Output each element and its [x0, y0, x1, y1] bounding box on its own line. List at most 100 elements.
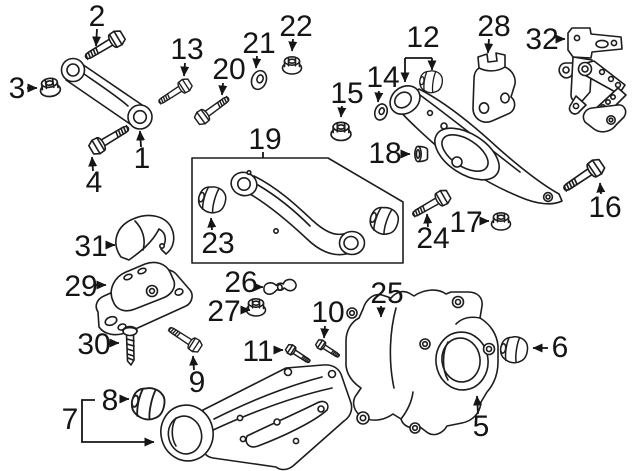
callout-13-arrow: [180, 62, 190, 77]
callout-20: 20: [212, 53, 246, 96]
callout-26: 26: [224, 266, 264, 299]
callout-16: 16: [588, 182, 622, 224]
callout-9-label: 9: [189, 366, 206, 399]
part-4-bolt: [86, 120, 133, 158]
part-9-bolt: [164, 322, 205, 355]
part-3-nut: [38, 76, 63, 99]
callout-18-label: 18: [368, 137, 401, 170]
callout-15-arrow: [337, 105, 347, 118]
callout-2-arrow: [92, 28, 102, 47]
part-10-bolt: [313, 337, 343, 361]
part-31-cover: [115, 214, 175, 261]
callout-10-arrow: [320, 325, 330, 339]
callout-28-label: 28: [477, 10, 510, 43]
callout-1-arrow: [136, 130, 146, 148]
callout-32-label: 32: [525, 23, 558, 56]
callout-2-label: 2: [89, 0, 106, 33]
part-8-bushing: [128, 383, 169, 424]
callout-28: 28: [477, 10, 511, 54]
part-12-lower-arm: [389, 84, 563, 205]
callout-17: 17: [449, 206, 490, 239]
callout-16-arrow: [596, 182, 606, 195]
callout-11-label: 11: [242, 335, 273, 368]
part-29-bracket: [95, 261, 193, 336]
callout-19-label: 19: [248, 123, 281, 156]
callout-7: 7: [62, 399, 155, 447]
callout-20-arrow: [218, 82, 228, 96]
callout-5-label: 5: [473, 410, 490, 443]
callout-19: 19: [248, 123, 282, 158]
part-17-nut: [490, 212, 512, 231]
part-20-bolt: [192, 91, 234, 128]
part-19-upper-arm: [230, 169, 366, 256]
callout-6-label: 6: [552, 331, 569, 364]
callout-14-arrow: [374, 90, 384, 103]
part-24-bolt: [408, 187, 453, 222]
callout-15-label: 15: [330, 77, 363, 110]
callout-17-label: 17: [449, 206, 482, 239]
callout-25: 25: [370, 277, 404, 318]
callout-15: 15: [330, 77, 364, 118]
callout-12-label: 12: [406, 21, 439, 54]
callout-28-arrow: [484, 38, 494, 54]
part-2-bolt: [81, 27, 128, 65]
callout-29-label: 29: [64, 270, 97, 303]
callout-6: 6: [532, 331, 569, 364]
callout-12: 12: [400, 21, 440, 83]
callout-21-label: 21: [242, 27, 275, 60]
part-28-bracket: [472, 52, 516, 123]
callout-24: 24: [416, 213, 450, 255]
part-6-bushing: [498, 334, 530, 366]
callout-7-bracket-arrow: [81, 399, 155, 447]
part-21-washer: [250, 69, 268, 91]
callout-18: 18: [368, 137, 411, 170]
part-7-trailing-arm: [160, 364, 353, 471]
part-13-bolt: [154, 76, 195, 109]
callout-23: 23: [201, 217, 235, 260]
callout-29: 29: [64, 270, 107, 303]
callout-8: 8: [102, 384, 130, 417]
callout-8-label: 8: [102, 384, 119, 417]
callout-27-label: 27: [207, 295, 240, 328]
callout-23-arrow: [207, 217, 217, 231]
part-26-clip: [263, 278, 297, 295]
callout-10: 10: [311, 296, 345, 339]
callout-5-arrow: [473, 395, 483, 415]
callout-13: 13: [170, 33, 204, 77]
callout-1: 1: [134, 130, 151, 175]
part-11-bolt: [283, 342, 313, 367]
callout-24-arrow: [423, 213, 433, 228]
callout-22: 22: [279, 10, 313, 52]
callout-9: 9: [189, 355, 206, 399]
callout-25-label: 25: [370, 277, 403, 310]
callout-1-label: 1: [134, 142, 151, 175]
callout-14: 14: [366, 61, 400, 103]
callout-31: 31: [74, 230, 116, 263]
part-32-bracket-assembly: [558, 27, 627, 133]
callout-3: 3: [9, 72, 38, 105]
part-16-bolt: [558, 156, 608, 197]
part-18-rivet: [413, 145, 429, 163]
callout-20-label: 20: [212, 53, 245, 86]
callout-9-arrow: [189, 355, 199, 371]
callout-26-label: 26: [224, 266, 257, 299]
callout-4-arrow: [88, 156, 98, 172]
part-15-nut: [330, 121, 352, 142]
callout-22-label: 22: [279, 10, 312, 43]
part-14-washer: [373, 103, 389, 121]
callout-4: 4: [86, 156, 103, 199]
part-5-knuckle: [345, 289, 499, 436]
part-30-screw: [122, 325, 138, 366]
callout-4-label: 4: [86, 166, 103, 199]
part-22-nut: [281, 55, 303, 75]
callout-3-label: 3: [9, 72, 26, 105]
part-27-nut: [245, 297, 267, 317]
callout-10-label: 10: [311, 296, 344, 329]
callout-14-label: 14: [366, 61, 399, 94]
callout-21-arrow: [252, 55, 262, 69]
callout-21: 21: [242, 27, 276, 69]
callout-2: 2: [89, 0, 106, 47]
callout-31-label: 31: [74, 230, 107, 263]
